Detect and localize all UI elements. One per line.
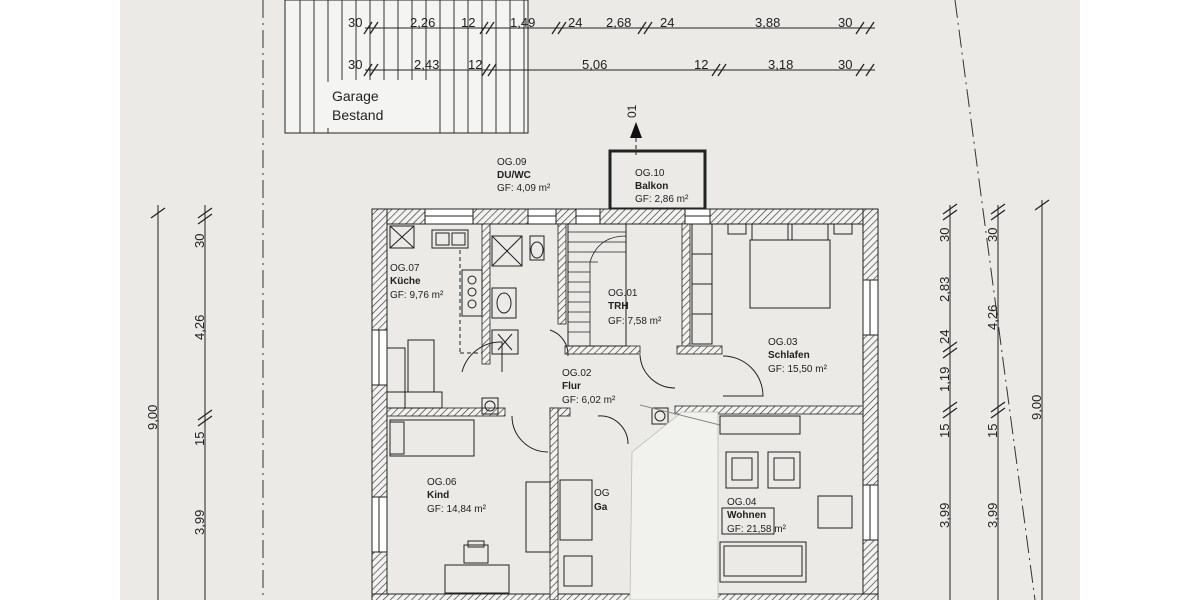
dim-label: 1,19 — [937, 367, 952, 392]
room-og09: OG.09 DU/WC GF: 4,09 m² — [497, 157, 551, 194]
dim-label: 30 — [838, 57, 852, 72]
dim-label: 30 — [192, 234, 207, 248]
room-name: Küche — [390, 276, 421, 287]
room-name: Kind — [427, 490, 449, 501]
room-id: OG.04 — [727, 497, 757, 508]
garage-label-line2: Bestand — [332, 107, 383, 123]
room-name: Balkon — [635, 181, 668, 192]
dim-label: 3,99 — [985, 503, 1000, 528]
room-og10: OG.10 Balkon GF: 2,86 m² — [635, 168, 689, 205]
room-og01: OG.01 TRH GF: 7,58 m² — [608, 288, 662, 327]
dim-label: 1,49 — [510, 15, 535, 30]
room-name: TRH — [608, 301, 629, 312]
paper-patch — [629, 404, 721, 600]
room-area: GF: 7,58 m² — [608, 316, 662, 327]
room-name: DU/WC — [497, 170, 531, 181]
dim-label: 30 — [985, 228, 1000, 242]
dim-label: 4,26 — [192, 315, 207, 340]
dim-label: 24 — [660, 15, 674, 30]
dim-label: 5,06 — [582, 57, 607, 72]
room-area: GF: 6,02 m² — [562, 395, 616, 406]
right-dimension-lines — [942, 199, 1050, 600]
bathroom-fixtures — [491, 235, 545, 355]
dim-label: 3,99 — [937, 503, 952, 528]
room-og02: OG.02 Flur GF: 6,02 m² — [562, 368, 616, 406]
room-id: OG — [594, 488, 610, 499]
dim-label: 2,26 — [410, 15, 435, 30]
room-area: GF: 4,09 m² — [497, 183, 551, 194]
dim-label: 4,26 — [985, 305, 1000, 330]
section-marker-label: 01 — [625, 104, 639, 118]
garage-existing — [284, 0, 529, 134]
top-dimension-row-2: 30 2,43 12 5,06 12 3,18 30 — [348, 57, 852, 72]
room-og06: OG.06 Kind GF: 14,84 m² — [427, 477, 487, 515]
right-dimension-labels: 30 2,83 24 1,19 15 3,99 30 4,26 15 3,99 … — [937, 228, 1044, 528]
room-area: GF: 2,86 m² — [635, 194, 689, 205]
floor-plan: Garage Bestand 30 2,26 12 1,49 24 2,68 2… — [145, 0, 1050, 600]
dim-label: 2,83 — [937, 277, 952, 302]
room-og04: OG.04 Wohnen GF: 21,58 m² — [727, 497, 787, 535]
room-area: GF: 9,76 m² — [390, 290, 444, 301]
room-area: GF: 15,50 m² — [768, 364, 828, 375]
dim-label: 24 — [568, 15, 582, 30]
room-name: Flur — [562, 381, 581, 392]
living-room-furniture — [719, 415, 853, 583]
room-name: Wohnen — [727, 510, 766, 521]
dim-label: 12 — [468, 57, 482, 72]
dim-label: 15 — [937, 424, 952, 438]
left-dimension-labels: 9,00 30 4,26 15 3,99 — [145, 234, 207, 535]
kitchen-fixtures — [386, 225, 483, 409]
dim-label: 30 — [937, 228, 952, 242]
dim-label: 3,88 — [755, 15, 780, 30]
room-id: OG.01 — [608, 288, 638, 299]
plan-sheet: Garage Bestand 30 2,26 12 1,49 24 2,68 2… — [120, 0, 1080, 600]
room-og05: OG Ga — [594, 488, 610, 513]
dim-label: 15 — [192, 432, 207, 446]
property-boundary — [262, 0, 1036, 600]
section-marker: 01 — [625, 104, 642, 155]
room-id: OG.02 — [562, 368, 592, 379]
room-id: OG.06 — [427, 477, 457, 488]
dim-label: 2,68 — [606, 15, 631, 30]
dim-label: 9,00 — [145, 405, 160, 430]
dim-label: 30 — [838, 15, 852, 30]
dim-label: 15 — [985, 424, 1000, 438]
dim-label: 30 — [348, 15, 362, 30]
dim-label: 9,00 — [1029, 395, 1044, 420]
dim-label: 12 — [461, 15, 475, 30]
bedroom-furniture — [691, 223, 853, 345]
room-area: GF: 14,84 m² — [427, 504, 487, 515]
left-dimension-lines — [150, 205, 213, 600]
room-area: GF: 21,58 m² — [727, 524, 787, 535]
dim-label: 24 — [937, 330, 952, 344]
room-id: OG.09 — [497, 157, 527, 168]
garage-label-line1: Garage — [332, 88, 379, 104]
room-id: OG.10 — [635, 168, 665, 179]
dim-label: 2,43 — [414, 57, 439, 72]
room-name: Schlafen — [768, 350, 810, 361]
interior-walls — [386, 223, 864, 600]
room-og07: OG.07 Küche GF: 9,76 m² — [390, 263, 444, 301]
doors — [461, 329, 764, 453]
top-dimension-lines — [363, 21, 875, 77]
dim-label: 3,18 — [768, 57, 793, 72]
room-id: OG.03 — [768, 337, 798, 348]
room-og03: OG.03 Schlafen GF: 15,50 m² — [768, 337, 828, 375]
room-id: OG.07 — [390, 263, 420, 274]
dim-label: 12 — [694, 57, 708, 72]
exterior-walls — [371, 208, 879, 600]
room-name: Ga — [594, 502, 608, 513]
staircase — [567, 223, 627, 347]
top-dimension-row-1: 30 2,26 12 1,49 24 2,68 24 3,88 30 — [348, 15, 852, 30]
hall-fixtures — [481, 397, 669, 587]
dim-label: 30 — [348, 57, 362, 72]
child-room-furniture — [389, 419, 551, 594]
dim-label: 3,99 — [192, 510, 207, 535]
